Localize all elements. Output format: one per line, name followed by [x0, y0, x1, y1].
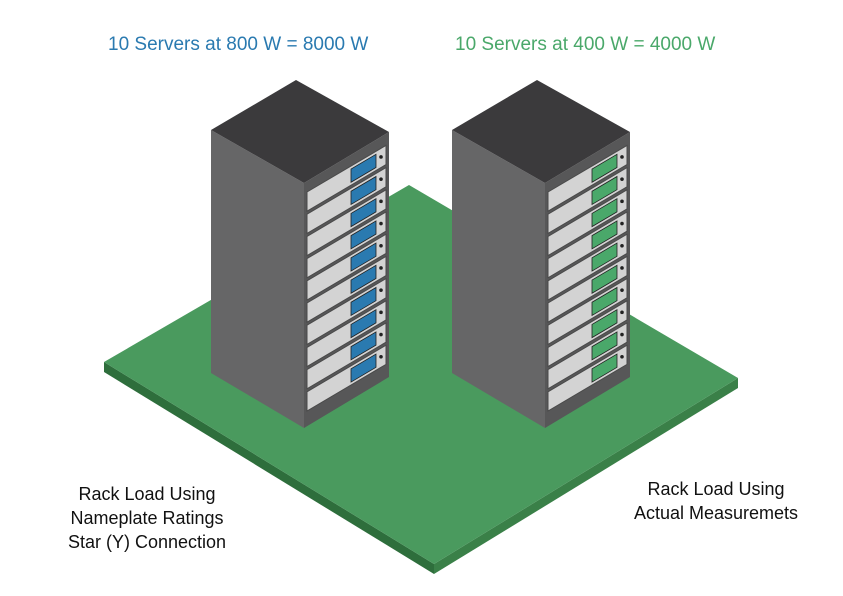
power-led-icon — [620, 177, 624, 181]
server-unit — [306, 188, 387, 257]
server-status-panel — [350, 331, 377, 361]
server-unit — [306, 277, 387, 346]
server-status-panel — [591, 175, 618, 206]
power-led-icon — [620, 155, 624, 159]
power-led-icon — [379, 288, 383, 292]
server-unit — [306, 344, 387, 412]
rack-side-panel — [452, 130, 545, 428]
measured-caption-line: Rack Load Using — [647, 479, 785, 499]
server-status-panel — [591, 308, 618, 339]
floor-edge-left — [104, 362, 434, 574]
power-led-icon — [620, 221, 624, 226]
server-unit — [547, 233, 628, 301]
power-led-icon — [379, 243, 383, 248]
server-unit — [547, 277, 628, 346]
server-status-panel — [591, 331, 618, 361]
server-status-panel — [350, 286, 377, 317]
rack-top-panel — [452, 80, 630, 183]
server-status-panel — [350, 220, 377, 250]
power-led-icon — [379, 155, 383, 159]
server-unit — [306, 299, 387, 368]
server-unit — [547, 322, 628, 390]
server-status-panel — [591, 286, 618, 317]
measured-caption-line: Actual Measuremets — [633, 503, 799, 523]
server-unit — [547, 188, 628, 257]
nameplate-caption-line: Nameplate Ratings — [70, 508, 224, 528]
server-unit — [306, 166, 387, 235]
server-unit — [306, 322, 387, 390]
power-led-icon — [620, 332, 624, 337]
server-unit — [547, 299, 628, 368]
measured-rack — [452, 80, 630, 428]
server-status-panel — [591, 264, 618, 294]
server-status-panel — [350, 264, 377, 294]
power-led-icon — [379, 332, 383, 337]
nameplate-rack — [211, 80, 389, 428]
rack-side-panel — [211, 130, 304, 428]
server-unit — [306, 144, 387, 213]
server-status-panel — [591, 220, 618, 250]
server-status-panel — [591, 153, 618, 183]
server-status-panel — [350, 242, 377, 272]
server-unit — [547, 166, 628, 235]
power-led-icon — [379, 199, 383, 204]
nameplate-caption-line: Star (Y) Connection — [67, 532, 227, 552]
rack-top-panel — [211, 80, 389, 183]
server-unit — [306, 255, 387, 324]
server-status-panel — [350, 153, 377, 183]
power-led-icon — [620, 199, 624, 204]
server-unit — [547, 344, 628, 412]
server-unit — [547, 144, 628, 213]
server-status-panel — [591, 197, 618, 228]
power-led-icon — [620, 243, 624, 248]
server-unit — [547, 255, 628, 324]
server-unit — [306, 233, 387, 301]
server-status-panel — [591, 242, 618, 272]
power-led-icon — [620, 288, 624, 292]
power-led-icon — [379, 221, 383, 226]
power-led-icon — [620, 266, 624, 270]
server-status-panel — [350, 197, 377, 228]
power-led-icon — [379, 310, 383, 315]
server-status-panel — [591, 353, 618, 383]
server-status-panel — [350, 308, 377, 339]
power-led-icon — [379, 266, 383, 270]
nameplate-rack-title: 10 Servers at 800 W = 8000 W — [108, 34, 369, 55]
floor-edge-right — [434, 378, 738, 574]
measured-caption: Rack Load Using Actual Measuremets — [606, 477, 826, 525]
server-unit — [306, 211, 387, 279]
nameplate-caption: Rack Load Using Nameplate Ratings Star (… — [42, 482, 252, 554]
power-led-icon — [379, 177, 383, 181]
server-unit — [547, 211, 628, 279]
server-status-panel — [350, 175, 377, 206]
server-status-panel — [350, 353, 377, 383]
power-led-icon — [379, 354, 383, 359]
power-led-icon — [620, 354, 624, 359]
measured-rack-title: 10 Servers at 400 W = 4000 W — [455, 34, 716, 55]
nameplate-caption-line: Rack Load Using — [78, 484, 216, 504]
power-led-icon — [620, 310, 624, 315]
